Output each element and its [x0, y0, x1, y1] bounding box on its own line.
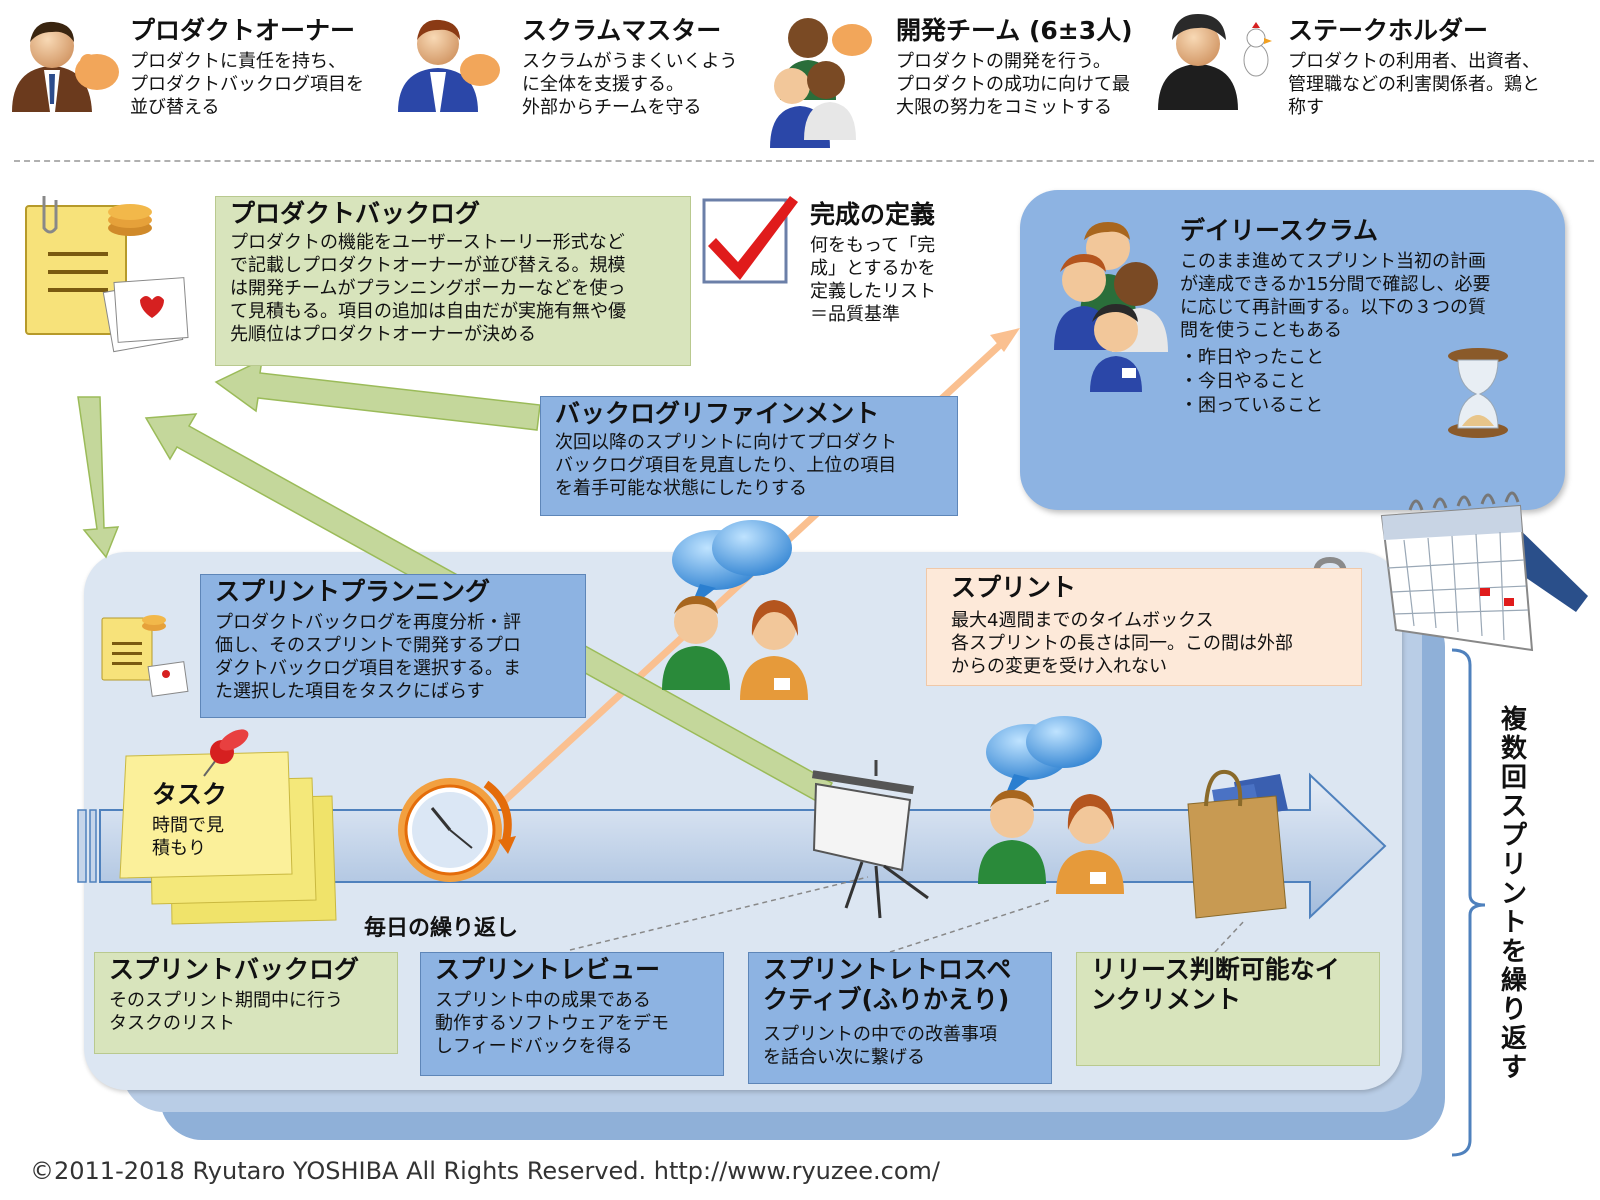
role-title-scrum-master: スクラムマスター	[522, 16, 722, 45]
shopping-bag-icon	[1187, 769, 1288, 919]
role-desc-product-owner: プロダクトに責任を持ち、 プロダクトバックログ項目を 並び替える	[130, 51, 364, 118]
projector-screen-icon	[811, 760, 929, 919]
role-title-stakeholder: ステークホルダー	[1288, 16, 1489, 45]
retrospective-box: スプリントレトロスペ クティブ(ふりかえり) スプリントの中での改善事項 を話合…	[748, 952, 1052, 1084]
retrospective-desc: スプリントの中での改善事項 を話合い次に繋げる	[763, 1024, 997, 1068]
refinement-desc: 次回以降のスプリントに向けてプロダクト バックログ項目を見直したり、上位の項目 …	[555, 432, 897, 499]
retro-connector	[889, 899, 1051, 953]
role-desc-scrum-master: スクラムがうまくいくよう に全体を支援する。 外部からチームを守る	[522, 51, 738, 118]
scrum-master-person-icon	[398, 19, 500, 112]
clock-icon	[398, 778, 516, 882]
sprint-title: スプリント	[951, 573, 1077, 602]
stakeholder-chicken-icon	[1158, 14, 1272, 110]
sticky-note-pin-icon	[119, 729, 337, 925]
sprint-planning-box: スプリントプランニング プロダクトバックログを再度分析・評 価し、そのスプリント…	[200, 574, 586, 718]
daily-scrum-desc: このまま進めてスプリント当初の計画 が達成できるか15分間で確認し、必要 に応じ…	[1180, 251, 1491, 341]
sprint-backlog-desc: そのスプリント期間中に行う タスクのリスト	[109, 990, 343, 1034]
product-backlog-desc: プロダクトの機能をユーザーストーリー形式など で記載しプロダクトオーナーが並び替…	[230, 232, 626, 345]
sprint-planning-title: スプリントプランニング	[215, 577, 491, 606]
team-group-icon	[1054, 222, 1168, 392]
backlog-document-icon	[25, 196, 189, 353]
retrospective-title: スプリントレトロスペ クティブ(ふりかえり)	[763, 955, 1012, 1014]
increment-connector	[1214, 919, 1246, 953]
po-person-icon	[12, 21, 119, 112]
increment-box: リリース判断可能なイ ンクリメント	[1076, 952, 1380, 1066]
daily-scrum-item: ・今日やること	[1180, 371, 1306, 392]
backlog-down-arrow	[77, 396, 120, 559]
refinement-title: バックログリファインメント	[555, 399, 880, 428]
task-title: タスク	[152, 780, 228, 809]
daily-repeat-label: 毎日の繰り返し	[364, 916, 519, 941]
speech-bubble-people-icon	[662, 520, 808, 700]
product-backlog-title: プロダクトバックログ	[230, 199, 481, 228]
role-desc-dev-team: プロダクトの開発を行う。 プロダクトの成功に向けて最 大限の努力をコミットする	[896, 51, 1130, 118]
repeat-label: 複数回スプリントを繰り返す	[1500, 705, 1527, 1083]
definition-of-done-desc: 何をもって「完 成」とするかを 定義したリスト ＝品質基準	[810, 235, 936, 325]
sprint-backlog-document-icon	[101, 615, 189, 697]
review-connector	[569, 876, 869, 951]
daily-scrum-item: ・困っていること	[1180, 395, 1324, 416]
role-desc-stakeholder: プロダクトの利用者、出資者、 管理職などの利害関係者。鶏と 称す	[1288, 51, 1540, 118]
sprint-review-box: スプリントレビュー スプリント中の成果である 動作するソフトウェアをデモ しフィ…	[420, 952, 724, 1076]
team-people-icon	[770, 18, 872, 148]
daily-scrum-title: デイリースクラム	[1180, 216, 1379, 245]
sprint-box: スプリント 最大4週間までのタイムボックス 各スプリントの長さは同一。この間は外…	[926, 568, 1362, 686]
increment-title: リリース判断可能なイ ンクリメント	[1091, 955, 1340, 1014]
daily-scrum-item: ・昨日やったこと	[1180, 347, 1324, 368]
hourglass-icon	[1448, 348, 1508, 438]
sprint-review-desc: スプリント中の成果である 動作するソフトウェアをデモ しフィードバックを得る	[435, 990, 669, 1057]
header-divider	[14, 160, 1594, 162]
sprint-backlog-box: スプリントバックログ そのスプリント期間中に行う タスクのリスト	[94, 952, 398, 1054]
calendar-icon	[1380, 491, 1588, 652]
role-title-dev-team: 開発チーム (6±3人)	[896, 16, 1133, 45]
copyright-text: ©2011-2018 Ryutaro YOSHIBA All Rights Re…	[30, 1157, 940, 1185]
product-backlog-box: プロダクトバックログ プロダクトの機能をユーザーストーリー形式など で記載しプロ…	[215, 196, 691, 366]
refinement-arrow	[214, 358, 541, 431]
retro-people-icon	[978, 716, 1124, 894]
refinement-box: バックログリファインメント 次回以降のスプリントに向けてプロダクト バックログ項…	[540, 396, 958, 516]
sprint-planning-desc: プロダクトバックログを再度分析・評 価し、そのスプリントで開発するプロ ダクトバ…	[215, 612, 521, 702]
definition-of-done-title: 完成の定義	[810, 200, 936, 229]
sprint-desc: 最大4週間までのタイムボックス 各スプリントの長さは同一。この間は外部 からの変…	[951, 610, 1293, 677]
task-desc: 時間で見 積もり	[152, 815, 224, 859]
sprint-backlog-title: スプリントバックログ	[109, 955, 360, 984]
sprint-review-title: スプリントレビュー	[435, 955, 661, 984]
repeat-bracket	[1451, 648, 1486, 1157]
checkmark-icon	[702, 196, 798, 284]
role-title-product-owner: プロダクトオーナー	[130, 16, 356, 45]
